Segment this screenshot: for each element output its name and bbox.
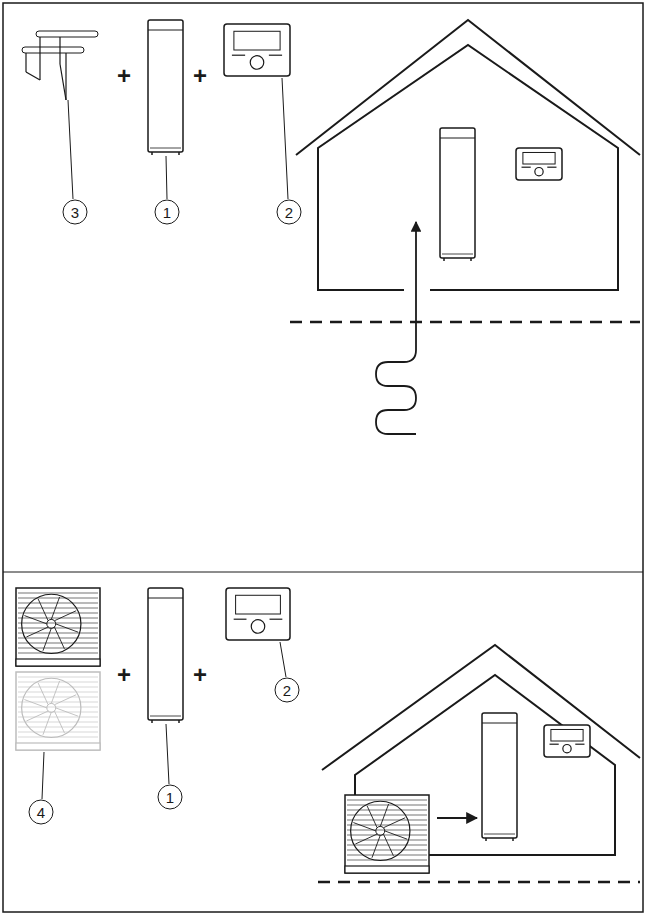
indoor-unit <box>440 128 475 261</box>
leader-line <box>166 156 167 199</box>
callout-circle <box>63 200 87 224</box>
indoor-unit <box>148 588 183 723</box>
leader-line <box>280 642 286 677</box>
callout-number: 1 <box>166 790 174 805</box>
indoor-unit <box>482 713 517 841</box>
ground-line <box>290 321 640 324</box>
callout-circles <box>29 200 301 824</box>
callout-number: 2 <box>283 683 291 698</box>
leader-line <box>282 78 288 199</box>
plus-sign: + <box>193 64 207 88</box>
callout-circle <box>158 785 182 809</box>
callout-number: 4 <box>37 805 45 820</box>
plus-sign: + <box>193 663 207 687</box>
house-outline <box>318 45 618 290</box>
callout-circle <box>277 200 301 224</box>
leader-line <box>166 724 169 784</box>
callout-circle <box>275 678 299 702</box>
manifold <box>22 31 98 100</box>
callout-number: 1 <box>163 205 171 220</box>
leader-line <box>68 100 73 199</box>
plus-sign: + <box>117 663 131 687</box>
outdoor-unit <box>16 672 100 750</box>
controller <box>516 148 562 180</box>
controller <box>226 588 290 640</box>
ground-line <box>318 881 640 884</box>
callout-number: 3 <box>71 205 79 220</box>
outdoor-unit <box>16 588 100 666</box>
frame <box>3 3 643 912</box>
callout-number: 2 <box>285 205 293 220</box>
callout-circle <box>155 200 179 224</box>
indoor-unit <box>148 20 183 155</box>
controller <box>544 725 590 757</box>
controller <box>224 24 290 76</box>
callout-circle <box>29 800 53 824</box>
flow-arrow <box>437 817 477 819</box>
divider <box>3 572 643 573</box>
plus-sign: + <box>117 64 131 88</box>
leader-line <box>42 752 44 799</box>
ground-loop <box>376 222 416 434</box>
house-outline <box>322 645 640 770</box>
drawing <box>16 20 640 882</box>
outdoor-unit <box>345 795 429 873</box>
